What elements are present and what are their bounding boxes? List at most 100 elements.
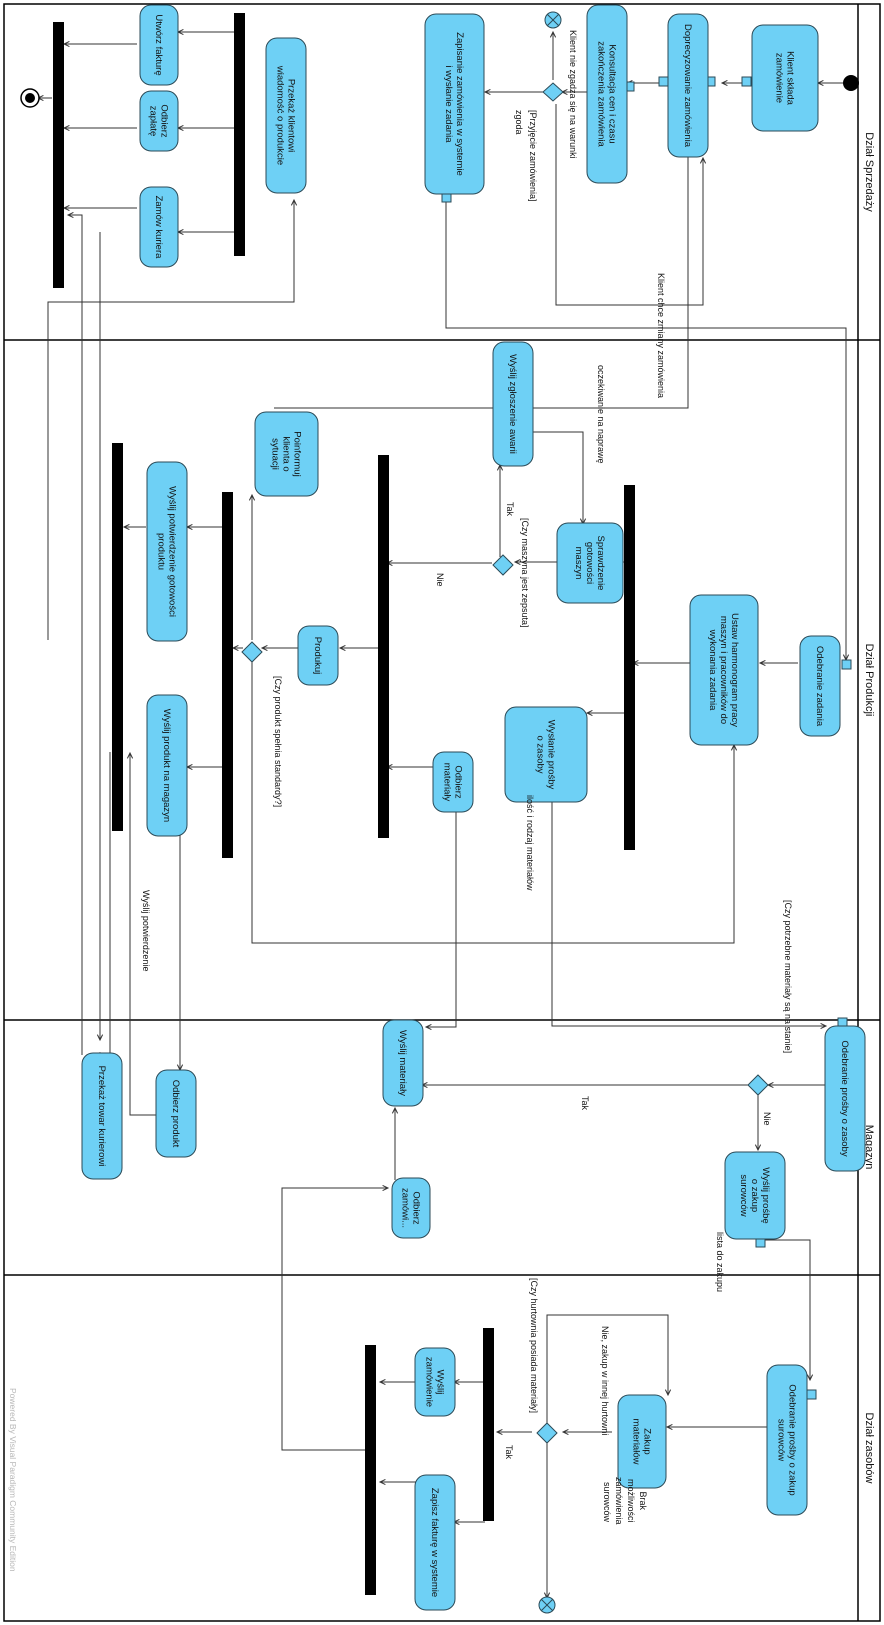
lane-title-warehouse: Magazyn xyxy=(863,1125,875,1170)
activity-produkuj: Produkuj xyxy=(297,625,339,686)
activity-przekaz-towar-label: Przekaż towar kurierowi xyxy=(96,1066,107,1167)
edge-przekaz-back xyxy=(47,200,295,640)
activity-zamow-kuriera-label: Zamów kuriera xyxy=(153,196,164,260)
activity-poinformuj-label: Poinformujklienta osytuacji xyxy=(270,431,303,476)
activity-przekaz-klientowi-box xyxy=(265,37,307,194)
activity-odbierz-produkt: Odbierz produkt xyxy=(155,1069,197,1158)
join-bar-sales xyxy=(53,22,64,288)
edge-join3-przekaz xyxy=(95,752,111,1056)
swimlane-frame xyxy=(3,3,881,1622)
activity-wyslij-potwierdzenie-box xyxy=(146,461,188,642)
edge-decision-zapisanie-arrowhead xyxy=(483,88,491,96)
activity-wyslij-produkt-label: Wyślij produkt na magazyn xyxy=(161,709,172,822)
activity-odebranie-zadania: Odebranie zadania xyxy=(799,635,841,737)
edge-odbierz-produkt-potw-arrowhead xyxy=(126,751,134,759)
activity-doprecyzowanie-box xyxy=(667,13,709,158)
guard-nie-2: Nie xyxy=(762,1112,772,1126)
guard-czy-hurtownia: [Czy hurtownia posiada materiały] xyxy=(529,1278,539,1413)
lane-title-resources: Dział zasobów xyxy=(863,1413,875,1484)
edge-decision-nie-prosba-arrowhead xyxy=(754,1144,762,1152)
edge-przekaz-sales-arrowhead xyxy=(66,211,74,219)
initial-node xyxy=(843,75,859,91)
activity-poinformuj-box xyxy=(254,411,319,497)
edge-prosba-down xyxy=(760,1239,811,1380)
edge-fork-wyslanie-arrowhead xyxy=(585,709,593,717)
activity-zapisanie-box xyxy=(424,13,485,195)
activity-odbierz-materialy-box xyxy=(432,751,474,813)
join-bar-production-4 xyxy=(112,443,123,831)
edge-klient-doprecyzowanie-arrowhead xyxy=(720,79,728,87)
activity-odbierz-zaplate-label: Odbierzzapłatę xyxy=(148,104,170,138)
activity-odbierz-produkt-label: Odbierz produkt xyxy=(170,1080,181,1148)
edge-decision-cancel-arrowhead xyxy=(549,30,557,38)
activity-wyslij-zgloszenie: Wyślij zgłoszenie awarii xyxy=(492,341,534,467)
edge-decision-nie-loop xyxy=(546,1314,669,1424)
activity-odbierz-materialy: Odbierzmateriały xyxy=(432,751,474,813)
fork-bar-production-3 xyxy=(222,492,233,858)
guard-przyjecie: [Przyjęcie zamówienia] xyxy=(528,110,538,202)
edge-produkuj-decision-arrowhead xyxy=(260,644,268,652)
activity-ustaw-harmonogram-box xyxy=(689,594,759,746)
guard-tak-2: Tak xyxy=(580,1096,590,1111)
activity-zapisanie-label: Zapisanie zamówienia w systemiei wysłani… xyxy=(443,32,465,176)
activity-przekaz-towar-box xyxy=(81,1052,123,1180)
activity-wyslij-zamowienie-label: Wyślijzamówienie xyxy=(424,1357,446,1407)
activity-wyslij-potwierdzenie-label: Wyślij potwierdzenie gotowościproduktu xyxy=(156,486,178,617)
lane-title-production: Dział Produkcji xyxy=(863,644,875,717)
activity-odbierz-produkt-box xyxy=(155,1069,197,1158)
activity-zapisz-fakture: Zapisz fakturę w systemie xyxy=(414,1474,456,1611)
activity-wyslij-zamowienie: Wyślijzamówienie xyxy=(414,1347,456,1417)
activity-odbierz-materialy-label: Odbierzmateriały xyxy=(442,763,464,802)
guard-klient-chce-zmiany: Klient chce zmiany zamówienia xyxy=(656,273,666,398)
guard-tak-1: Tak xyxy=(505,502,515,517)
activity-klient-sklada-box xyxy=(751,24,819,132)
guard-nie-1: Nie xyxy=(435,573,445,587)
activity-zapisz-fakture-box xyxy=(414,1474,456,1611)
edge-przekaz-back-arrowhead xyxy=(290,198,298,206)
activity-przekaz-towar: Przekaż towar kurierowi xyxy=(81,1052,123,1180)
activity-produkuj-box xyxy=(297,625,339,686)
activity-doprecyzowanie-label: Doprecyzowanie zamówienia xyxy=(682,24,693,148)
edge-wyslanie-odebranie xyxy=(551,790,826,1027)
edge-join-odbierz-zam-arrowhead xyxy=(382,1184,390,1192)
guard-brak: Brak możliwości zamówienia surowców xyxy=(602,1477,648,1527)
activity-odebranie-prosby-box xyxy=(824,1025,866,1172)
guard-nie-zakup: Nie, zakup w innej hurtowni xyxy=(600,1326,610,1436)
edge-zakup-decision-arrowhead xyxy=(561,1428,569,1436)
activity-odebranie-zadania-label: Odebranie zadania xyxy=(814,646,825,727)
edge-decision-no-loop xyxy=(251,656,735,944)
activity-zamow-kuriera: Zamów kuriera xyxy=(139,186,179,268)
pin-klient xyxy=(741,76,752,87)
edge-zapisz-join-arrowhead xyxy=(378,1478,386,1486)
edge-odbierz-wyslij-arrowhead xyxy=(391,1106,399,1114)
lane-title-sales: Dział Sprzedaży xyxy=(863,132,875,212)
edge-odebranie-ustaw-arrowhead xyxy=(758,659,766,667)
final-node xyxy=(20,88,40,108)
activity-wyslij-zamowienie-box xyxy=(414,1347,456,1417)
flow-final-node-resources xyxy=(538,1596,556,1614)
activity-odbierz-zamow-label: Odbierzzamówi... xyxy=(400,1188,422,1228)
edge-join-odbierz-zam xyxy=(281,1187,388,1451)
activity-poinformuj: Poinformujklienta osytuacji xyxy=(254,411,319,497)
activity-odebranie-prosby: Odebranie prośby o zasoby xyxy=(824,1025,866,1172)
edge-decision-back xyxy=(555,104,704,306)
activity-wyslanie-prosby-label: Wysłanie prośbyo zasoby xyxy=(535,720,557,790)
activity-zamow-kuriera-box xyxy=(139,186,179,268)
edge-decision-nie-loop-arrowhead xyxy=(664,1389,672,1397)
activity-konsultacja-label: Konsultacja cen i czasuzakończenia zamów… xyxy=(596,41,618,147)
credit-text: Powered By Visual Paradigm Community Edi… xyxy=(8,1388,18,1572)
guard-wyslij-potw: Wyślij potwierdzenie xyxy=(141,890,151,971)
activity-odbierz-zaplate-box xyxy=(139,90,179,152)
edge-zamow-down-arrowhead xyxy=(96,1034,104,1042)
activity-odebranie-prosby-zakup-label: Odebranie prośby o zakupsurowców xyxy=(776,1384,798,1495)
activity-odbierz-zamow: Odbierzzamówi... xyxy=(391,1177,431,1239)
edge-prosba-down-arrowhead xyxy=(806,1374,814,1382)
edge-join-produkuj-arrowhead xyxy=(338,644,346,652)
edge-prosba-zakup-arrowhead xyxy=(665,1423,673,1431)
activity-wyslij-produkt-box xyxy=(146,694,188,837)
activity-produkuj-label: Produkuj xyxy=(312,637,323,675)
activity-zakup-materialow: Zakupmateriałów xyxy=(617,1394,667,1489)
fork-bar-production-1 xyxy=(624,485,635,850)
control-nodes xyxy=(20,11,859,1614)
